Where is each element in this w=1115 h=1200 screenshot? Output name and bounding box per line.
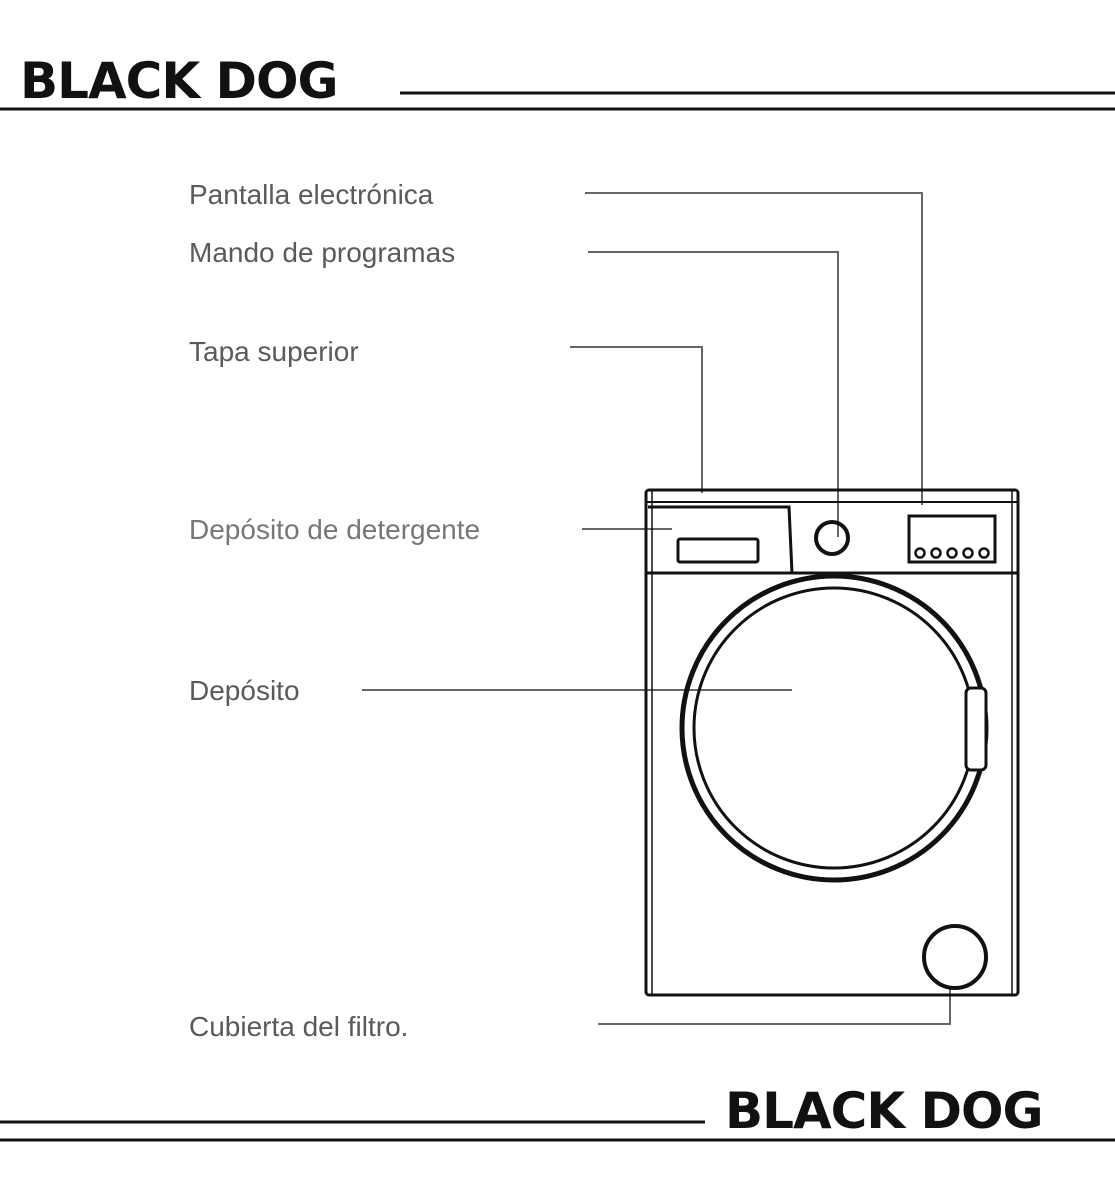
leader-display [585, 192, 923, 505]
leader-knob [588, 251, 839, 537]
leader-top-cover [570, 346, 703, 493]
washing-machine [644, 488, 1020, 997]
label-display: Pantalla electrónica [189, 179, 434, 210]
door-inner [692, 586, 976, 870]
brand-logo-bottom: BLACK DOG [725, 1082, 1044, 1140]
program-knob [814, 520, 850, 556]
electronic-display [907, 514, 997, 564]
machine-body [644, 488, 1020, 997]
filter-cover [922, 924, 988, 990]
label-top-cover: Tapa superior [189, 336, 359, 367]
leader-filter [598, 988, 951, 1025]
door-handle [964, 686, 988, 772]
display-buttons [914, 547, 990, 559]
door-outer [679, 573, 989, 883]
label-program-knob: Mando de programas [189, 237, 456, 268]
brand-logo-top: BLACK DOG [20, 52, 339, 110]
label-filter-cover: Cubierta del filtro. [189, 1011, 409, 1042]
detergent-drawer [648, 505, 794, 574]
drawer-handle [676, 537, 760, 564]
leader-lines [362, 192, 951, 1025]
label-drum: Depósito [189, 675, 300, 706]
label-detergent-drawer: Depósito de detergente [189, 514, 481, 545]
